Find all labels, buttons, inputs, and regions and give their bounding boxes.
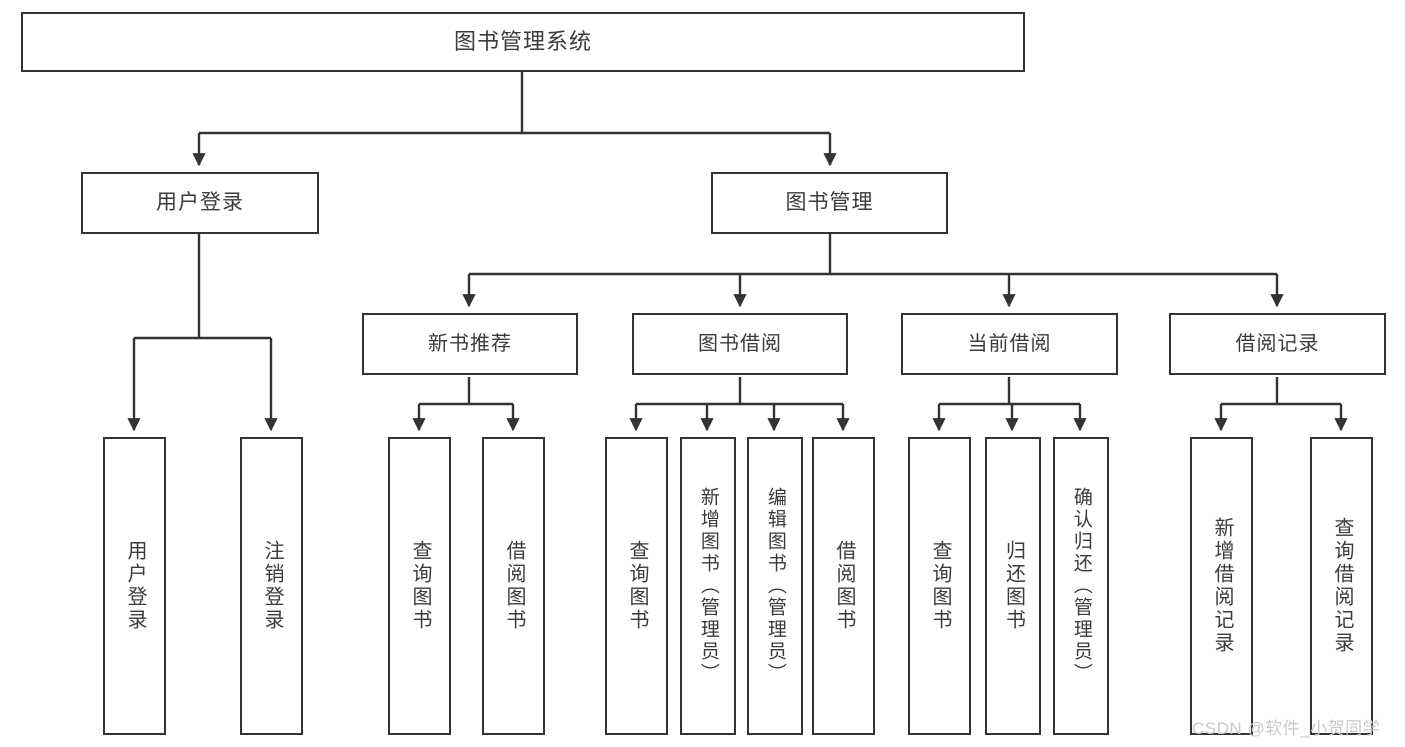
leaf-query-book-current[interactable]: 查询图书 [908, 437, 971, 735]
node-new-book-recommend[interactable]: 新书推荐 [362, 313, 578, 375]
node-label: 借阅图书 [503, 540, 525, 632]
leaf-query-borrow-record[interactable]: 查询借阅记录 [1310, 437, 1373, 735]
leaf-query-book-recommend[interactable]: 查询图书 [388, 437, 451, 735]
node-label: 图书借阅 [698, 332, 782, 355]
leaf-edit-book-admin[interactable]: 编辑图书（管理员） [747, 437, 803, 735]
node-book-borrow[interactable]: 图书借阅 [632, 313, 848, 375]
leaf-logout-login[interactable]: 注销登录 [240, 437, 303, 735]
node-root-book-management-system[interactable]: 图书管理系统 [21, 12, 1025, 72]
node-label: 归还图书 [1002, 540, 1025, 632]
node-label: 新增图书（管理员） [697, 487, 719, 685]
node-label: 确认归还（管理员） [1070, 487, 1092, 685]
node-label: 用户登录 [156, 190, 244, 214]
node-label: 用户登录 [124, 540, 146, 632]
node-label: 注销登录 [261, 540, 283, 632]
node-label: 查询图书 [409, 540, 431, 632]
node-label: 新书推荐 [428, 332, 512, 355]
leaf-add-book-admin[interactable]: 新增图书（管理员） [680, 437, 736, 735]
leaf-confirm-return-admin[interactable]: 确认归还（管理员） [1053, 437, 1109, 735]
node-label: 查询借阅记录 [1331, 517, 1353, 655]
leaf-query-book-borrow[interactable]: 查询图书 [605, 437, 668, 735]
leaf-user-login[interactable]: 用户登录 [103, 437, 166, 735]
node-label: 查询图书 [626, 540, 648, 632]
node-book-management[interactable]: 图书管理 [711, 172, 948, 234]
node-label: 借阅记录 [1235, 332, 1320, 355]
node-label: 查询图书 [929, 540, 951, 632]
csdn-watermark: CSDN @软件_小贺同学 [1192, 719, 1381, 738]
node-label: 图书管理 [785, 190, 874, 214]
leaf-add-borrow-record[interactable]: 新增借阅记录 [1190, 437, 1253, 735]
node-label: 新增借阅记录 [1211, 517, 1233, 655]
node-label: 借阅图书 [833, 540, 855, 632]
node-label: 图书管理系统 [453, 29, 592, 55]
node-label: 当前借阅 [967, 332, 1052, 355]
leaf-borrow-book-recommend[interactable]: 借阅图书 [482, 437, 545, 735]
leaf-return-book[interactable]: 归还图书 [985, 437, 1041, 735]
node-user-login[interactable]: 用户登录 [81, 172, 319, 234]
node-label: 编辑图书（管理员） [764, 487, 786, 685]
leaf-borrow-book-borrow[interactable]: 借阅图书 [812, 437, 875, 735]
node-borrow-record[interactable]: 借阅记录 [1169, 313, 1386, 375]
node-current-borrow[interactable]: 当前借阅 [901, 313, 1118, 375]
